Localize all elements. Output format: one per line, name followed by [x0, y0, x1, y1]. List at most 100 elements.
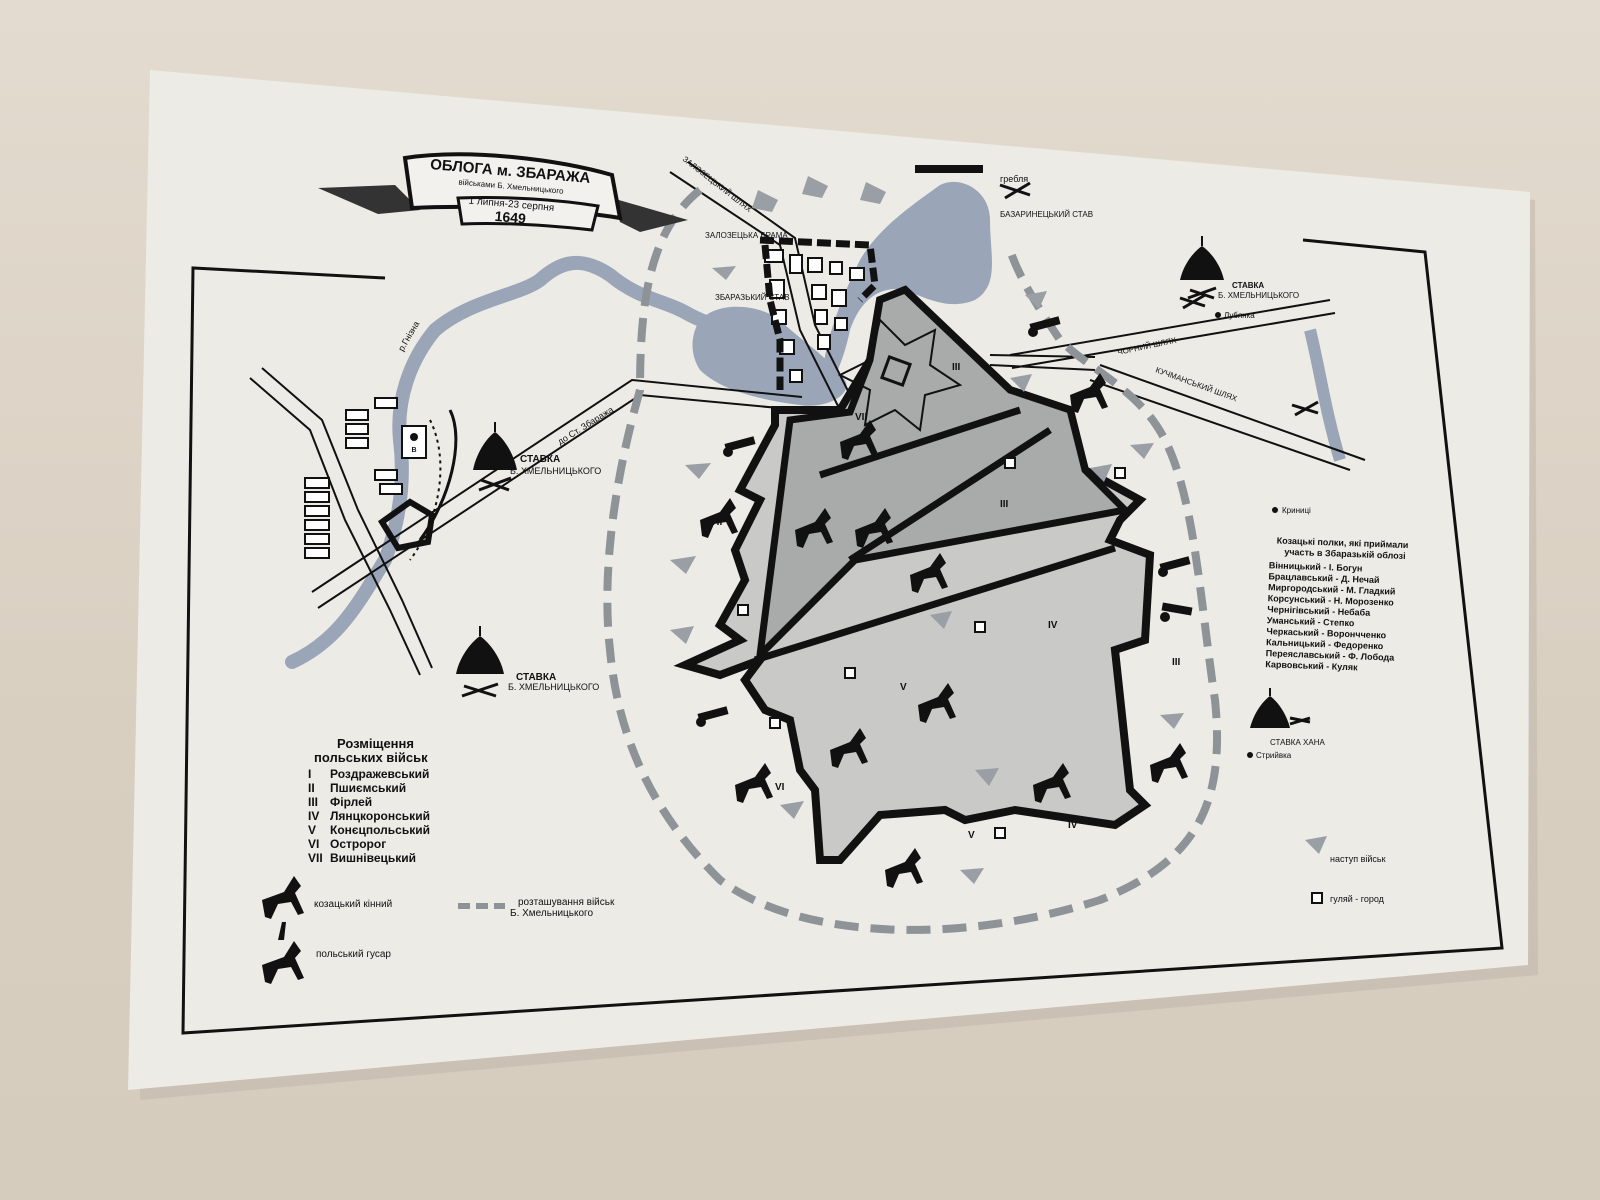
town-wall-west — [761, 244, 784, 390]
label-zalozetska-brama: ЗАЛОЗЕЦЬКА БРАМА — [705, 231, 788, 240]
river-hnizna — [285, 255, 797, 669]
polish-troop-name: Лянцкоронський — [330, 809, 430, 823]
tent-icon — [1250, 688, 1311, 728]
cossack-regiment: Черкаський - Ворончченко — [1266, 626, 1386, 640]
label-stavka-sw-2: Б. ХМЕЛЬНИЦЬКОГО — [508, 682, 599, 692]
legend-khmelnytsky-troops-2: Б. Хмельницького — [510, 908, 593, 919]
polish-troop-num: II — [308, 781, 315, 795]
cossack-heading-1: Козацькі полки, які приймали — [1277, 535, 1409, 550]
tent-icon — [473, 422, 517, 492]
label-kryntsi: Криниці — [1282, 506, 1311, 515]
roman-marker: IV — [1048, 620, 1058, 631]
cossack-regiment: Кальницький - Федоренко — [1266, 637, 1384, 651]
legend-khmelnytsky-troops-1: розташування військ — [518, 897, 615, 908]
cossack-regiment: Миргородський - М. Гладкий — [1268, 582, 1396, 596]
title-ribbon-lower — [456, 195, 600, 232]
legend-cossack-cavalry: козацький кінний — [314, 899, 392, 910]
label-zbarazky-stav: ЗБАРАЗЬКИЙ СТАВ — [715, 293, 790, 302]
label-striivka: Стрийвка — [1256, 751, 1292, 760]
roman-marker: V — [968, 830, 975, 841]
roman-marker: VII — [855, 412, 867, 423]
castle-keep — [879, 354, 913, 388]
tent-icon — [1180, 236, 1224, 300]
map-year: 1649 — [494, 208, 527, 227]
label-stavka-ne-2: Б. ХМЕЛЬНИЦЬКОГО — [1218, 291, 1299, 300]
map-frame — [181, 238, 1504, 1035]
cossack-regiment: Переяславський - Ф. Лобода — [1266, 648, 1396, 663]
label-stavka-ne-1: СТАВКА — [1232, 281, 1264, 290]
polish-troops-heading-2: польських військ — [314, 750, 428, 765]
town-wall — [759, 236, 879, 303]
polish-troop-name: Фірлей — [330, 795, 372, 809]
polish-troop-num: VII — [308, 851, 323, 865]
stream-east — [1304, 328, 1346, 462]
crossed-sabers-icon — [999, 181, 1031, 200]
polish-troop-name: Вишнівецький — [330, 851, 416, 865]
nw-tabor-wagons — [304, 397, 403, 559]
polish-troop-name: Конєцпольський — [330, 823, 430, 837]
roman-marker: III — [1172, 657, 1181, 668]
church-marker: В — [401, 425, 427, 459]
legend-hussar-icon — [262, 922, 304, 984]
roman-marker: IV — [1068, 820, 1078, 831]
roman-marker: III — [1000, 499, 1009, 510]
legend-huliai-horod: гуляй - город — [1330, 894, 1385, 904]
polish-troop-name: Остророг — [330, 837, 386, 851]
label-bazarynetsky-stav: БАЗАРИНЕЦЬКИЙ СТАВ — [1000, 210, 1093, 219]
roman-markers: VII VI VII III III IV III V VI V IV — [710, 362, 1181, 841]
legend-advance: наступ військ — [1330, 854, 1386, 864]
label-stavka-khana: СТАВКА ХАНА — [1270, 738, 1325, 747]
khmelnytsky-ring — [603, 186, 1222, 934]
polish-troop-num: III — [308, 795, 318, 809]
nw-pentagon-fort — [377, 498, 436, 552]
crossed-sabers-icon — [1179, 293, 1206, 310]
roman-marker: VI — [805, 525, 815, 536]
cossack-regiment: Уманський - Степко — [1267, 615, 1355, 628]
cossack-regiments-list: Козацькі полки, які приймали участь в Зб… — [1265, 535, 1409, 672]
advance-arrows — [670, 176, 1327, 884]
label-stavka-sw-1: СТАВКА — [516, 672, 556, 683]
kryntsi-dot — [1272, 507, 1278, 513]
zbarazh-castle — [837, 318, 963, 432]
polish-troops-heading-1: Розміщення — [337, 736, 414, 751]
hreblia-dam — [915, 165, 983, 173]
church-label: В — [411, 447, 416, 454]
label-lubianka: Лубянка — [1224, 311, 1255, 320]
cossack-heading-2: участь в Збаразькій облозі — [1284, 547, 1406, 561]
polish-troop-name: Роздражевський — [330, 767, 429, 781]
cossack-regiment: Брацлавський - Д. Нечай — [1268, 571, 1379, 585]
huliai-horod-markers — [737, 457, 1323, 904]
town-blocks — [764, 249, 865, 383]
inner-wall-c — [848, 427, 1052, 563]
nw-earthwork-2 — [409, 419, 442, 561]
cavalry-icons — [700, 373, 1188, 888]
crossed-sabers-icon — [1291, 400, 1319, 417]
polish-troops-legend: Розміщення польських військ I Роздражевс… — [308, 736, 430, 865]
polish-troop-num: IV — [308, 809, 319, 823]
cannon-icons — [696, 316, 1193, 727]
lubianka-dot — [1215, 312, 1221, 318]
label-stavka-nw-2: Б. ХМЕЛЬНИЦЬКОГО — [510, 466, 601, 476]
striivka-dot — [1247, 752, 1253, 758]
roman-marker: VII — [710, 517, 722, 528]
polish-troop-name: Пшиємський — [330, 781, 406, 795]
fortified-camp-inner — [755, 285, 1133, 665]
roman-marker: V — [900, 682, 907, 693]
cossack-regiment: Корсунський - Н. Морозенко — [1268, 593, 1395, 607]
cossack-regiment: Карвовський - Куляк — [1265, 659, 1358, 672]
cossack-regiment: Чернігівський - Небаба — [1267, 604, 1371, 618]
inner-wall-a — [753, 544, 1117, 664]
inner-wall-b — [818, 406, 1022, 479]
roman-marker: VI — [775, 782, 785, 793]
polish-troop-num: VI — [308, 837, 319, 851]
polish-troop-num: V — [308, 823, 316, 837]
roman-marker: III — [952, 362, 961, 373]
zbarazky-stav — [692, 306, 847, 406]
legend-cossack-rider-icon — [262, 876, 304, 919]
cossack-regiment: Вінницький - І. Богун — [1269, 560, 1363, 573]
legend-polish-hussar: польський гусар — [316, 949, 391, 960]
title-ribbon-right-tail — [612, 198, 688, 232]
label-hreblia: гребля — [1000, 174, 1028, 184]
